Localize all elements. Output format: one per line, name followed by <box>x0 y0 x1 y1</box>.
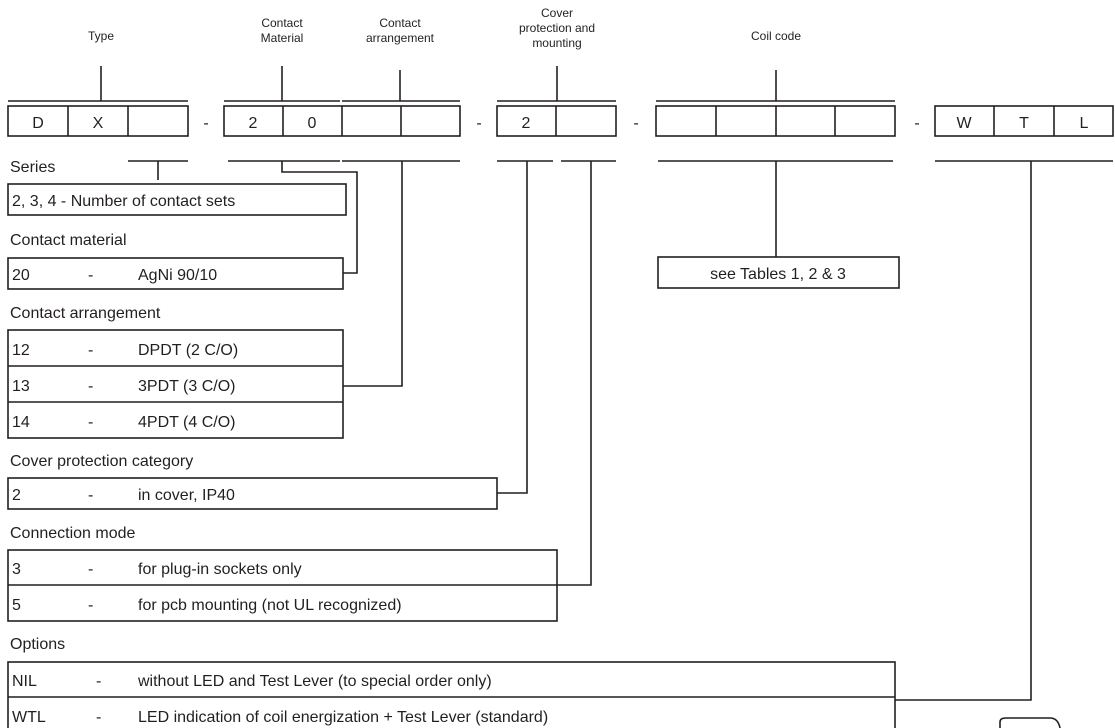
header-coil-code: Coil code <box>751 29 801 43</box>
contact-arrangement-dash-3: - <box>88 414 93 431</box>
header-contact-material-line2: Material <box>261 31 304 45</box>
code-group-coil <box>655 105 896 137</box>
coil-note-text: see Tables 1, 2 & 3 <box>710 266 846 283</box>
options-code-1: NIL <box>12 673 37 690</box>
options-desc-1: without LED and Test Lever (to special o… <box>137 673 492 690</box>
header-contact-arrangement-line2: arrangement <box>366 31 435 45</box>
section-title-connection-mode: Connection mode <box>10 525 136 542</box>
contact-arrangement-code-3: 14 <box>12 414 30 431</box>
coil-note-box <box>657 256 900 289</box>
series-row-1: 2, 3, 4 - Number of contact sets <box>12 193 235 210</box>
contact-arrangement-desc-1: DPDT (2 C/O) <box>138 342 238 359</box>
series-box <box>7 183 347 216</box>
code-group-contact: 2 0 <box>223 105 461 137</box>
contact-material-desc: AgNi 90/10 <box>138 267 217 284</box>
code-group-cover: 2 <box>496 105 617 137</box>
header-cover-line3: mounting <box>532 36 581 50</box>
code-cell-type-2: X <box>93 115 104 132</box>
contact-material-box <box>7 257 344 290</box>
code-cell-options-2: T <box>1019 115 1029 132</box>
header-brackets <box>8 66 895 102</box>
options-dash-2: - <box>96 709 101 726</box>
header-cover-line2: protection and <box>519 21 595 35</box>
connection-mode-desc-2: for pcb mounting (not UL recognized) <box>138 597 402 614</box>
contact-arrangement-box <box>7 329 344 439</box>
header-contact-arrangement-line1: Contact <box>379 16 421 30</box>
header-type: Type <box>88 29 114 43</box>
cover-protection-desc: in cover, IP40 <box>138 487 235 504</box>
cover-protection-dash: - <box>88 487 93 504</box>
connection-mode-dash-2: - <box>88 597 93 614</box>
section-title-series: Series <box>10 159 55 176</box>
code-cell-type-1: D <box>32 115 44 132</box>
code-cell-contact-1: 2 <box>249 115 258 132</box>
contact-arrangement-dash-1: - <box>88 342 93 359</box>
connection-mode-dash-1: - <box>88 561 93 578</box>
separator-2: - <box>476 115 481 132</box>
contact-arrangement-code-1: 12 <box>12 342 30 359</box>
separator-3: - <box>633 115 638 132</box>
section-title-cover-protection: Cover protection category <box>10 453 193 470</box>
code-cell-options-3: L <box>1080 115 1089 132</box>
section-title-contact-material: Contact material <box>10 232 127 249</box>
options-desc-2: LED indication of coil energization + Te… <box>138 709 548 726</box>
header-contact-material-line1: Contact <box>261 16 303 30</box>
contact-arrangement-dash-2: - <box>88 378 93 395</box>
code-cell-cover-1: 2 <box>522 115 531 132</box>
section-title-options: Options <box>10 636 65 653</box>
contact-arrangement-code-2: 13 <box>12 378 30 395</box>
connection-mode-code-2: 5 <box>12 597 21 614</box>
code-cell-contact-2: 0 <box>308 115 317 132</box>
options-dash-1: - <box>96 673 101 690</box>
contact-material-dash: - <box>88 267 93 284</box>
connection-mode-code-1: 3 <box>12 561 21 578</box>
connector-lines <box>157 161 1032 701</box>
code-group-type: D X <box>7 105 189 137</box>
connection-mode-desc-1: for plug-in sockets only <box>138 561 302 578</box>
cover-protection-code: 2 <box>12 487 21 504</box>
code-group-options: W T L <box>934 105 1114 137</box>
separator-4: - <box>914 115 919 132</box>
contact-material-code: 20 <box>12 267 30 284</box>
options-box <box>7 661 896 728</box>
code-cell-options-1: W <box>956 115 972 132</box>
section-title-contact-arrangement: Contact arrangement <box>10 305 161 322</box>
header-cover-line1: Cover <box>541 6 573 20</box>
separator-1: - <box>203 115 208 132</box>
corner-fragment <box>999 717 1061 728</box>
contact-arrangement-desc-3: 4PDT (4 C/O) <box>138 414 236 431</box>
cover-protection-box <box>7 477 498 510</box>
options-code-2: WTL <box>12 709 46 726</box>
contact-arrangement-desc-2: 3PDT (3 C/O) <box>138 378 236 395</box>
